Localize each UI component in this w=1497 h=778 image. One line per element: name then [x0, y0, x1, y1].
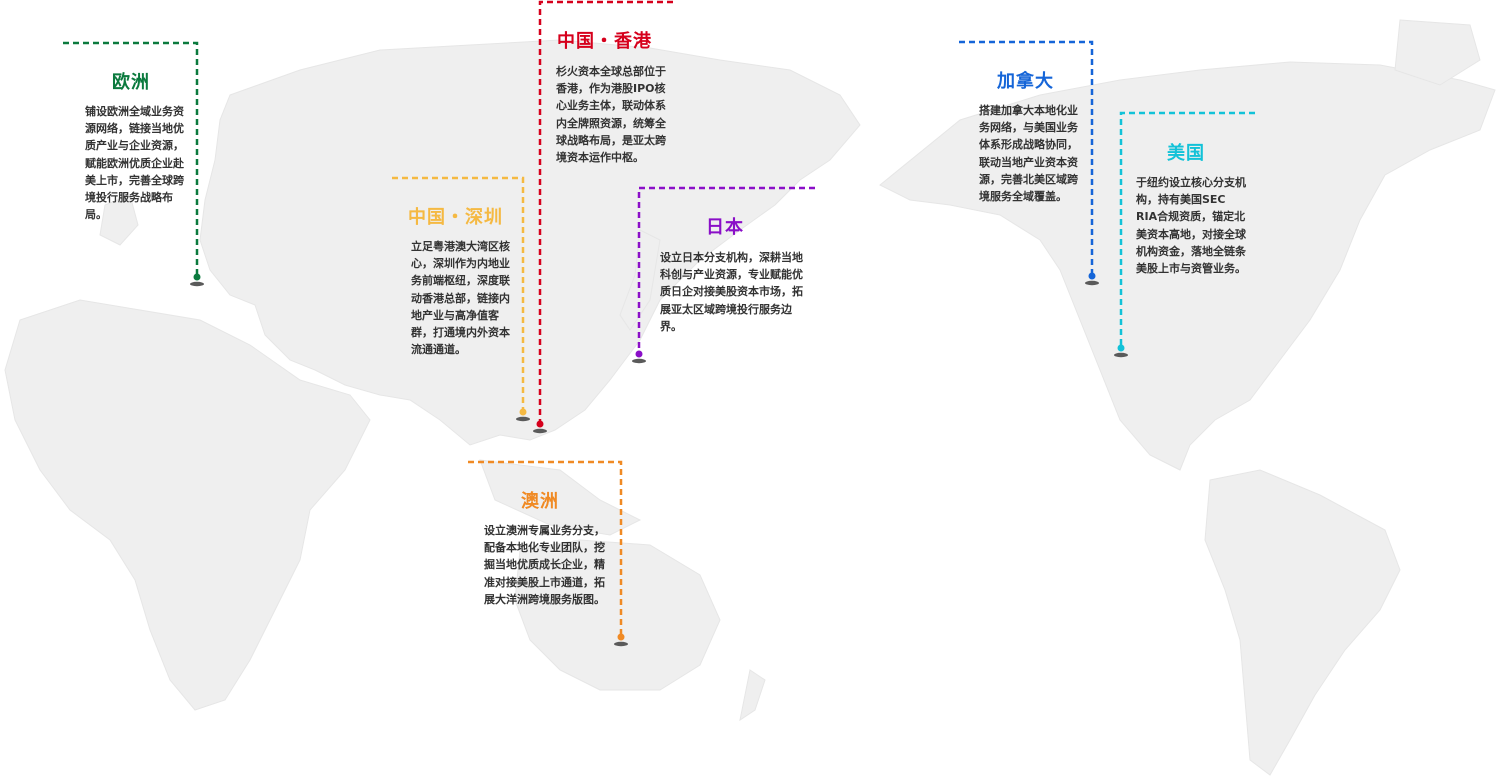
office-desc-australia: 设立澳洲专属业务分支，配备本地化专业团队，挖掘当地优质成长企业，精准对接美股上市… [484, 524, 605, 606]
office-title-japan: 日本 [706, 217, 744, 238]
office-title-hongkong: 中国・香港 [557, 31, 652, 52]
office-desc-canada: 搭建加拿大本地化业务网络，与美国业务体系形成战略协同，联动当地产业资本资源，完善… [979, 104, 1078, 204]
connector-shenzhen [392, 176, 525, 412]
connector-japan [637, 186, 815, 354]
connector-lines [63, 0, 1255, 637]
marker-japan [632, 350, 646, 364]
marker-hongkong [533, 420, 547, 434]
greenland-landmass [1394, 19, 1481, 86]
south-america-landmass [1204, 469, 1401, 776]
office-desc-japan: 设立日本分支机构，深耕当地科创与产业资源，专业赋能优质日企对接美股资本市场，拓展… [660, 251, 803, 333]
connector-usa [1119, 111, 1255, 348]
connector-canada [959, 40, 1094, 276]
office-title-shenzhen: 中国・深圳 [408, 207, 503, 228]
location-markers [190, 272, 1128, 647]
africa-landmass [4, 299, 371, 711]
australia-landmass [514, 539, 721, 691]
office-desc-europe: 铺设欧洲全域业务资源网络，链接当地优质产业与企业资源，赋能欧洲优质企业赴美上市，… [85, 105, 184, 222]
connector-hongkong [538, 0, 673, 424]
marker-shenzhen [516, 408, 530, 422]
office-title-australia: 澳洲 [521, 491, 559, 512]
southeast-asia-islands [479, 459, 642, 536]
marker-canada [1085, 272, 1099, 286]
office-desc-usa: 于纽约设立核心分支机构，持有美国SEC RIA合规资质，锚定北美资本高地，对接全… [1136, 176, 1246, 276]
uk-landmass [99, 194, 139, 246]
connector-europe [63, 41, 199, 277]
new-zealand-landmass [739, 669, 766, 722]
japan-landmass [619, 229, 661, 331]
marker-usa [1114, 344, 1128, 358]
office-desc-shenzhen: 立足粤港澳大湾区核心，深圳作为内地业务前端枢纽，深度联动香港总部，链接内地产业与… [411, 240, 510, 357]
continents [4, 19, 1496, 776]
north-america-landmass [879, 61, 1496, 471]
eurasia-landmass [199, 39, 861, 446]
office-title-usa: 美国 [1167, 143, 1205, 164]
office-desc-hongkong: 杉火资本全球总部位于香港，作为港股IPO核心业务主体，联动体系内全牌照资源，统筹… [556, 65, 666, 165]
marker-australia [614, 633, 628, 647]
connector-australia [468, 460, 623, 637]
marker-europe [190, 273, 204, 287]
office-title-canada: 加拿大 [997, 71, 1054, 92]
office-title-europe: 欧洲 [112, 72, 150, 93]
